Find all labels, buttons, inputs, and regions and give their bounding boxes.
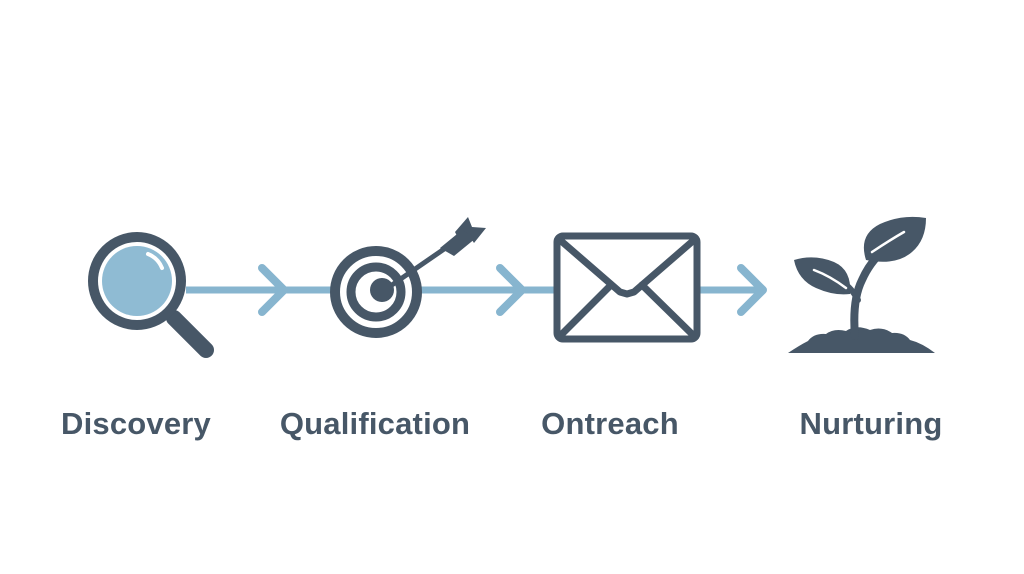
magnifying-glass-icon	[88, 232, 214, 358]
sprout-icon	[788, 216, 935, 353]
step-label-discovery: Discovery	[60, 406, 212, 441]
envelope-icon	[553, 232, 701, 343]
step-label-nurturing: Nurturing	[799, 406, 943, 441]
connector-arrow-3	[698, 264, 767, 316]
target-with-arrow-icon	[330, 217, 486, 338]
connector-arrow-1	[186, 264, 332, 316]
step-label-qualification: Qualification	[279, 406, 471, 441]
step-label-outreach: Ontreach	[541, 406, 679, 441]
connector-arrow-2	[420, 264, 556, 316]
